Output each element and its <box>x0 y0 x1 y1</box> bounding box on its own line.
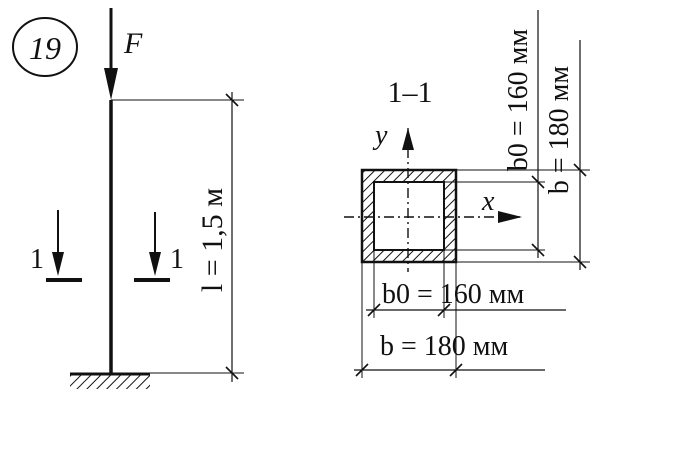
section-inner-square <box>373 181 445 251</box>
b0-vertical-label: b0 = 160 мм <box>503 29 534 172</box>
b-vertical-tick-top <box>573 163 587 177</box>
fixed-support-hatching <box>70 375 150 389</box>
b-horizontal-tick-left <box>355 363 369 377</box>
section-mark-right-arrowhead <box>149 252 161 276</box>
b0-horizontal-tick-right <box>437 303 451 317</box>
length-tick-top <box>225 93 239 107</box>
section-mark-left: 1 <box>30 210 82 282</box>
b-horizontal-label: b = 180 мм <box>380 331 509 362</box>
y-axis-arrowhead <box>402 128 414 150</box>
column-scheme: F l = 1,5 м 1 1 <box>30 8 244 389</box>
problem-number-circle <box>12 17 78 77</box>
b-vertical-tick-bottom <box>573 255 587 269</box>
b0-horizontal-tick-left <box>367 303 381 317</box>
length-label: l = 1,5 м <box>196 188 229 292</box>
problem-number-badge: 19 <box>12 17 78 77</box>
cross-section: 1–1 y x b0 = 160 мм b = 180 мм b0 = 160 <box>344 10 590 378</box>
x-axis-label: x <box>481 186 495 217</box>
section-mark-left-label: 1 <box>30 244 44 275</box>
b0-horizontal-label: b0 = 160 мм <box>382 279 525 310</box>
x-axis-arrowhead <box>498 211 522 223</box>
length-tick-bottom <box>225 366 239 380</box>
b-vertical-label: b = 180 мм <box>544 66 575 195</box>
y-axis-label: y <box>372 120 388 151</box>
force-label: F <box>123 27 143 60</box>
section-mark-left-arrowhead <box>52 252 64 276</box>
b0-vertical-tick-bottom <box>531 243 545 257</box>
b-horizontal-tick-right <box>449 363 463 377</box>
b0-vertical-tick-top <box>531 175 545 189</box>
force-arrowhead <box>104 68 118 100</box>
problem-number-text: 19 <box>29 30 61 66</box>
section-title: 1–1 <box>388 76 433 109</box>
section-mark-right-label: 1 <box>170 244 184 275</box>
section-mark-right: 1 <box>134 212 184 282</box>
